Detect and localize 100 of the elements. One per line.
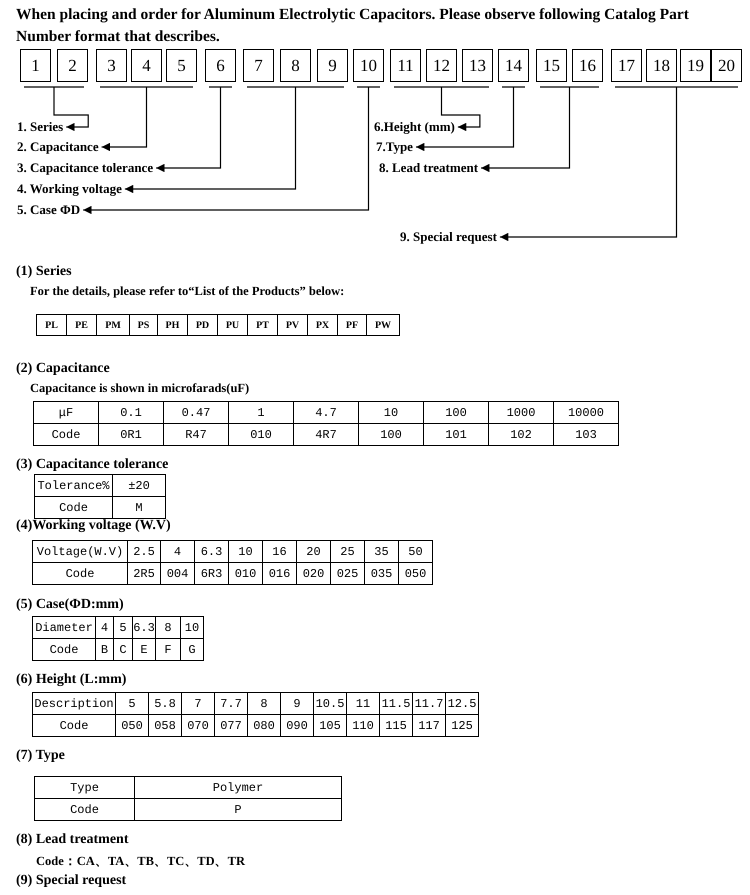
section-heading: (9) Special request [16, 873, 126, 889]
field-label: 3. Capacitance tolerance [17, 160, 154, 176]
table-cell: 10 [228, 540, 262, 562]
table-cell: E [132, 638, 156, 660]
table-cell: 4 [160, 540, 194, 562]
table-cell: PT [248, 314, 278, 336]
table-cell: 010 [228, 562, 262, 584]
table-cell: P [134, 798, 342, 820]
field-label: 2. Capacitance [17, 139, 99, 155]
table-cell: 1000 [488, 402, 554, 424]
table-cell: 5 [116, 692, 148, 714]
table-cell: Polymer [134, 776, 342, 798]
table-cell: 8 [156, 616, 180, 638]
table-cell: 25 [330, 540, 364, 562]
table-cell: 101 [424, 424, 488, 446]
table-cell: Code [32, 638, 96, 660]
table-cell: PF [338, 314, 366, 336]
table-cell: PX [308, 314, 338, 336]
section-heading: (4)Working voltage (W.V) [16, 518, 171, 534]
table-cell: 6.3 [194, 540, 228, 562]
table-cell: 035 [364, 562, 398, 584]
section-heading: (6) Height (L:mm) [16, 672, 126, 688]
leader-arrow [99, 86, 194, 152]
table-cell: 103 [554, 424, 618, 446]
table-cell: 058 [148, 714, 182, 736]
table-cell: Code [34, 496, 112, 518]
section-heading: (3) Capacitance tolerance [16, 457, 168, 473]
table-cell: 050 [398, 562, 432, 584]
table-cell: 4 [96, 616, 114, 638]
table-cell: 4.7 [294, 402, 358, 424]
leader-arrow [393, 86, 490, 132]
leader-arrow [480, 86, 600, 172]
table-cell: 5 [114, 616, 132, 638]
note-text: Code：CA、TA、TB、TC、TD、TR [36, 853, 246, 870]
digit-box: 6 [205, 49, 236, 82]
leader-arrow [82, 86, 381, 214]
field-label: 1. Series [17, 119, 64, 135]
table-cell: 0.47 [164, 402, 228, 424]
table-cell: 11.5 [380, 692, 412, 714]
table-cell: R47 [164, 424, 228, 446]
digit-box: 14 [498, 49, 529, 82]
table-cell: 10000 [554, 402, 618, 424]
table-cell: PU [218, 314, 248, 336]
field-label: 8. Lead treatment [379, 160, 478, 176]
field-label: 5. Case ΦD [17, 202, 80, 218]
section-heading: (5) Case(ΦD:mm) [16, 597, 124, 613]
table-cell: Description [32, 692, 116, 714]
table-cell: PM [96, 314, 130, 336]
table-cell: 35 [364, 540, 398, 562]
table-cell: Type [34, 776, 134, 798]
table-cell: G [180, 638, 204, 660]
table-cell: PH [158, 314, 188, 336]
table-cell: 050 [116, 714, 148, 736]
table-cell: 0R1 [98, 424, 164, 446]
table-cell: 2.5 [128, 540, 160, 562]
table-cell: 016 [262, 562, 296, 584]
table-cell: 0.1 [98, 402, 164, 424]
table-cell: 16 [262, 540, 296, 562]
table-cell: Code [34, 798, 134, 820]
table-cell: F [156, 638, 180, 660]
digit-box: 3 [96, 49, 127, 82]
digit-box: 19 [680, 49, 711, 82]
leader-arrow [156, 86, 233, 172]
table-cell: PD [188, 314, 218, 336]
table-cell: 020 [296, 562, 330, 584]
leader-arrow [415, 86, 526, 152]
table-cell: 7 [182, 692, 214, 714]
table-cell: M [112, 496, 166, 518]
table-cell: 8 [248, 692, 280, 714]
table-cell: 2R5 [128, 562, 160, 584]
digit-box: 4 [131, 49, 162, 82]
table-cell: C [114, 638, 132, 660]
table-cell: 025 [330, 562, 364, 584]
digit-box: 13 [462, 49, 493, 82]
table-cell: 080 [248, 714, 280, 736]
leader-arrow [23, 86, 89, 132]
digit-box: 18 [646, 49, 677, 82]
table-cell: 12.5 [446, 692, 478, 714]
table-cell: 10 [180, 616, 204, 638]
field-label: 4. Working voltage [17, 181, 122, 197]
table-cell: 100 [424, 402, 488, 424]
table-cell: PL [36, 314, 66, 336]
section-heading: (8) Lead treatment [16, 832, 128, 848]
digit-box: 15 [536, 49, 567, 82]
note-text: Capacitance is shown in microfarads(uF) [30, 381, 250, 396]
table-cell: 6.3 [132, 616, 156, 638]
section-heading: (2) Capacitance [16, 361, 110, 377]
note-text: For the details, please refer to“List of the Products” below: [30, 284, 344, 299]
section-heading: (1) Series [16, 264, 72, 280]
digit-box: 9 [317, 49, 348, 82]
field-label: 6.Height (mm) [374, 119, 455, 135]
table-cell: 11 [346, 692, 380, 714]
table-cell: PW [366, 314, 400, 336]
table-cell: 077 [214, 714, 248, 736]
table-cell: 5.8 [148, 692, 182, 714]
table-cell: 100 [358, 424, 424, 446]
table-cell: 4R7 [294, 424, 358, 446]
table-cell: 115 [380, 714, 412, 736]
table-cell: 6R3 [194, 562, 228, 584]
table-cell: 105 [314, 714, 346, 736]
